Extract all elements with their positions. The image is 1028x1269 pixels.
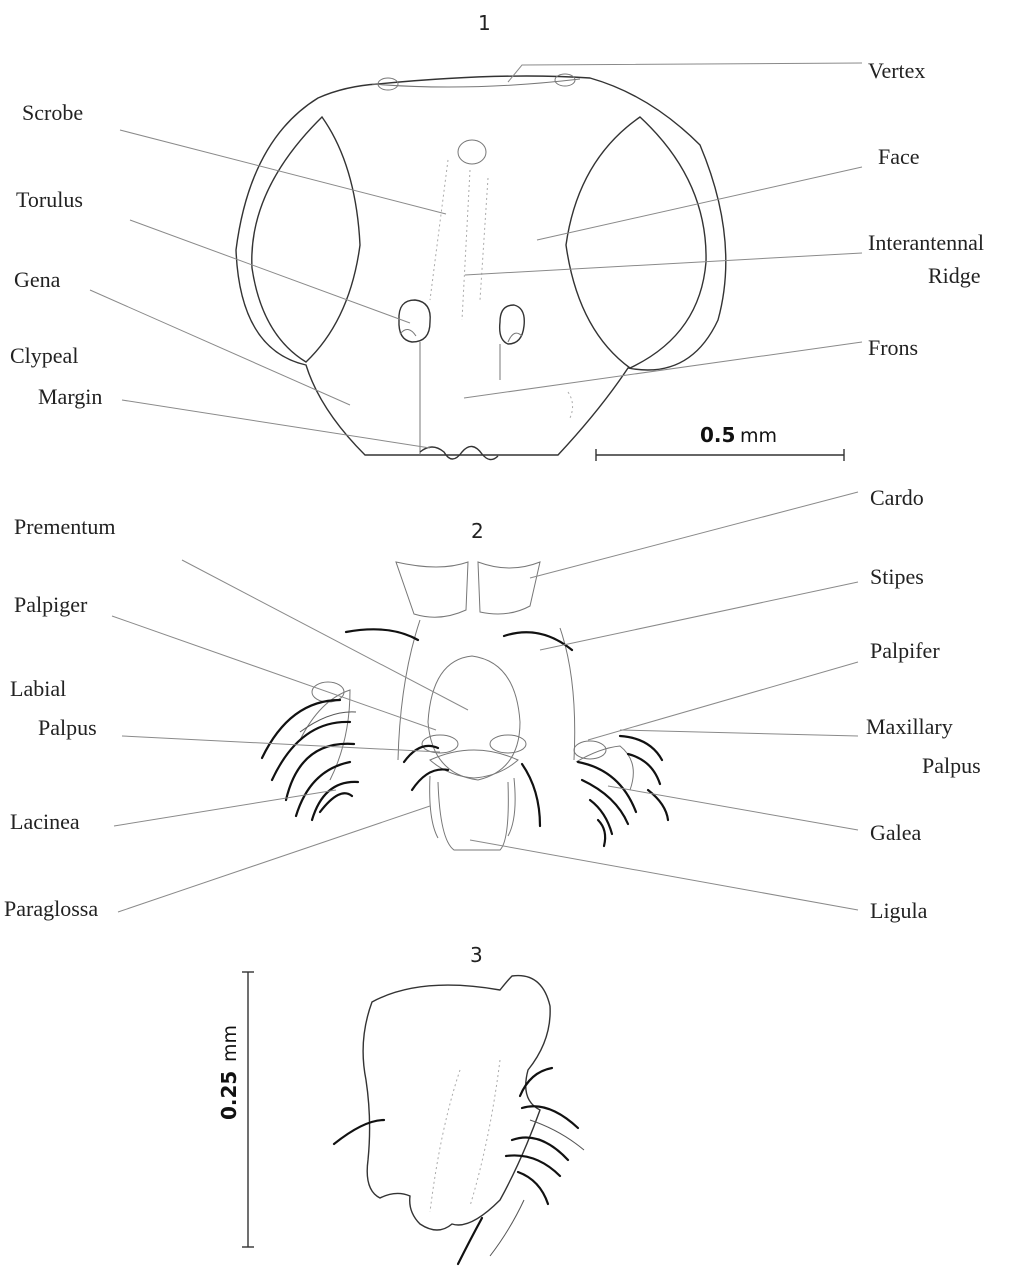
- label-cardo: Cardo: [870, 485, 924, 510]
- mandible-inner: [430, 1070, 460, 1212]
- seta: [262, 700, 340, 758]
- leader-cardo: [530, 492, 858, 578]
- leader-prementum: [182, 560, 468, 710]
- scale-bar-3-unit: mm: [219, 1025, 241, 1062]
- leader-scrobe: [120, 130, 446, 214]
- compound-eye-right: [566, 117, 706, 368]
- seta: [522, 764, 540, 826]
- label-scrobe: Scrobe: [22, 100, 83, 125]
- label-palpiger: Palpiger: [14, 592, 88, 617]
- label-vertex: Vertex: [868, 58, 925, 83]
- clypeal-teeth: [420, 446, 498, 459]
- leader-paraglossa: [118, 806, 430, 912]
- mandible-inner-2: [470, 1060, 500, 1206]
- label-labial-1: Labial: [10, 676, 66, 701]
- seta: [312, 782, 358, 820]
- figure-1: 1 0.5 mm: [10, 11, 984, 461]
- scrobe-mark: [430, 160, 448, 300]
- paraglossa-right: [508, 778, 515, 836]
- scale-bar-1: 0.5 mm: [596, 423, 844, 461]
- leader-lacinea: [114, 790, 336, 826]
- scale-bar-1-value: 0.5: [700, 423, 735, 447]
- label-prementum: Prementum: [14, 514, 115, 539]
- mandible-outline: [363, 976, 550, 1230]
- leader-maxillary-palpus: [620, 730, 858, 736]
- leader-vertex: [508, 63, 862, 82]
- palpiger-right: [490, 735, 526, 753]
- seta: [620, 736, 662, 760]
- cardo-right: [478, 562, 540, 614]
- figure-2: 2: [4, 485, 981, 923]
- label-lacinea: Lacinea: [10, 809, 80, 834]
- label-maxillary-1: Maxillary: [866, 714, 953, 739]
- label-labial-2: Palpus: [38, 715, 97, 740]
- leader-torulus: [130, 220, 410, 323]
- leader-ligula: [470, 840, 858, 910]
- leader-labial-palpus: [122, 736, 440, 752]
- seta: [334, 1120, 384, 1144]
- label-clypeal-2: Margin: [38, 384, 102, 409]
- figure-2-number: 2: [471, 519, 484, 543]
- seta: [518, 1172, 548, 1204]
- seta: [578, 762, 636, 812]
- figure-3: 3 0.25 mm: [217, 943, 584, 1264]
- label-frons: Frons: [868, 335, 918, 360]
- compound-eye-left: [252, 117, 360, 362]
- leader-clypeal-margin: [122, 400, 430, 448]
- figure-1-number: 1: [478, 11, 491, 35]
- scale-bar-1-unit: mm: [740, 425, 777, 447]
- label-ligula: Ligula: [870, 898, 928, 923]
- torulus-right: [500, 305, 525, 344]
- seta: [530, 1120, 584, 1150]
- interantennal-mark: [480, 178, 488, 300]
- leader-stipes: [540, 582, 858, 650]
- seta: [520, 1068, 552, 1096]
- label-gena: Gena: [14, 267, 61, 292]
- leader-interantennal: [465, 253, 862, 275]
- scale-bar-3: 0.25 mm: [217, 972, 254, 1247]
- label-interantennal-2: Ridge: [928, 263, 981, 288]
- seta: [404, 746, 438, 762]
- seta: [522, 1106, 578, 1128]
- leader-gena: [90, 290, 350, 405]
- label-interantennal-1: Interantennal: [868, 230, 984, 255]
- leader-palpifer: [588, 662, 858, 740]
- scale-bar-3-value: 0.25: [217, 1071, 241, 1120]
- label-torulus: Torulus: [16, 187, 83, 212]
- label-paraglossa: Paraglossa: [4, 896, 98, 921]
- maxilla-right: [576, 746, 633, 790]
- paraglossa-left: [430, 776, 438, 838]
- label-maxillary-2: Palpus: [922, 753, 981, 778]
- torulus-left-socket: [400, 329, 416, 336]
- head-outline: [236, 76, 726, 455]
- prementum: [428, 656, 520, 780]
- label-stipes: Stipes: [870, 564, 924, 589]
- seta: [346, 629, 418, 640]
- label-face: Face: [878, 144, 920, 169]
- label-clypeal-1: Clypeal: [10, 343, 78, 368]
- leader-palpiger: [112, 616, 436, 730]
- figure-3-number: 3: [470, 943, 483, 967]
- palpiger-left: [422, 735, 458, 753]
- ligula-shape: [438, 782, 508, 850]
- scrobe-mark-2: [462, 170, 470, 320]
- seta: [272, 722, 350, 780]
- label-galea: Galea: [870, 820, 922, 845]
- seta: [490, 1200, 524, 1256]
- leader-galea: [608, 786, 858, 830]
- frons-mark: [568, 392, 573, 418]
- vertex-line: [372, 79, 580, 87]
- cardo-left: [396, 562, 468, 617]
- leader-frons: [464, 342, 862, 398]
- label-palpifer: Palpifer: [870, 638, 940, 663]
- ocellus-median: [458, 140, 486, 164]
- seta: [598, 820, 605, 846]
- seta: [590, 800, 612, 834]
- seta: [286, 744, 354, 800]
- stipes-left: [398, 620, 420, 760]
